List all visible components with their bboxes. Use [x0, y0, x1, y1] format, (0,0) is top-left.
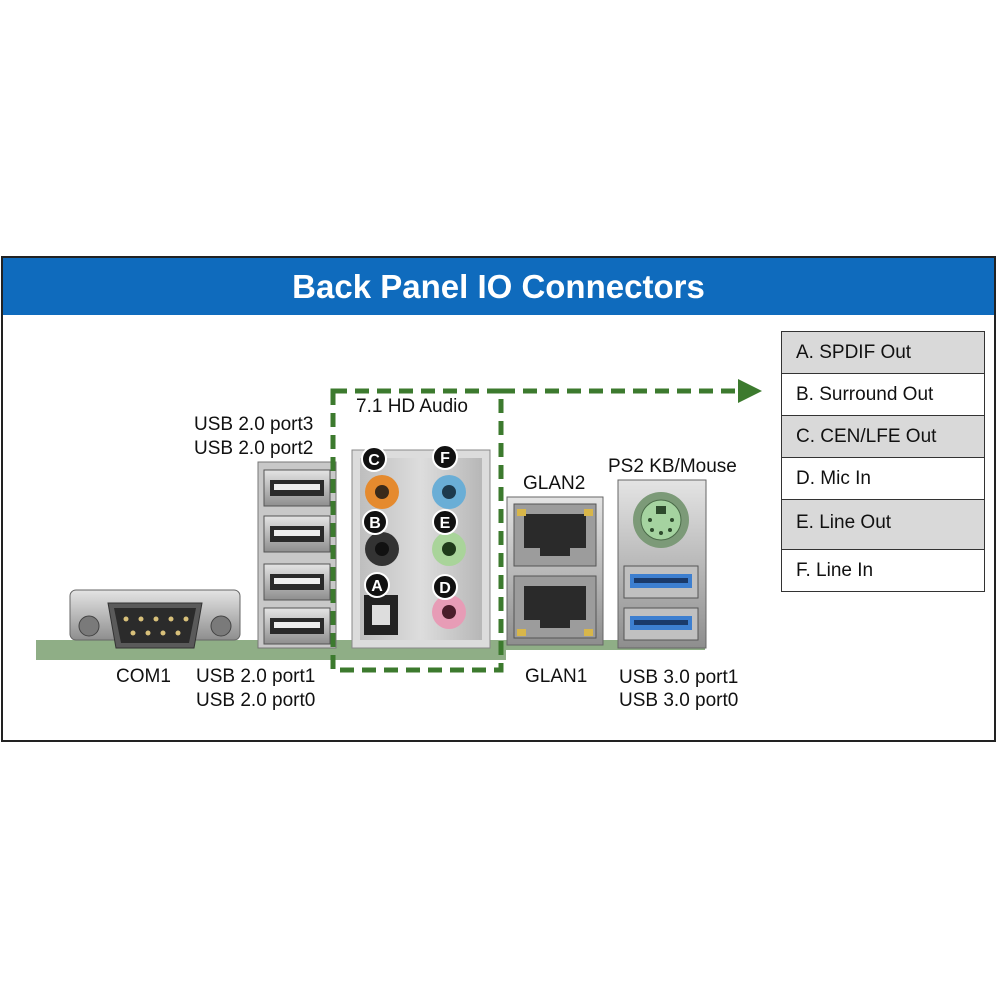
- legend-row: E. Line Out: [782, 500, 984, 550]
- jack-letter-e: E: [432, 509, 458, 535]
- audio-highlight-box: [330, 388, 742, 673]
- legend-table: A. SPDIF Out B. Surround Out C. CEN/LFE …: [781, 331, 985, 592]
- usb2-port: [263, 563, 331, 601]
- com1-label: COM1: [116, 666, 171, 687]
- jack-letter-c: C: [361, 446, 387, 472]
- legend-row: A. SPDIF Out: [782, 332, 984, 374]
- audio-label: 7.1 HD Audio: [356, 396, 468, 417]
- audio-jack-pink: [432, 595, 466, 629]
- jack-letter-d: D: [432, 574, 458, 600]
- audio-jack-black: [365, 532, 399, 566]
- usb2-port: [263, 515, 331, 553]
- page-title: Back Panel IO Connectors: [3, 258, 994, 315]
- svg-text:C: C: [368, 452, 380, 469]
- glan1-label: GLAN1: [525, 666, 588, 687]
- audio-block: [351, 449, 491, 649]
- svg-text:A: A: [371, 578, 383, 595]
- usb2-top-label-1: USB 2.0 port3: [194, 414, 314, 435]
- arrow-head-icon: [738, 379, 762, 403]
- usb3-port: [623, 565, 699, 599]
- usb2-bottom-label-1: USB 2.0 port1: [196, 666, 316, 687]
- com1-connector: [69, 589, 241, 649]
- audio-jack-orange: [365, 475, 399, 509]
- glan2-label: GLAN2: [523, 473, 586, 494]
- legend-row: D. Mic In: [782, 458, 984, 500]
- usb2-bottom-label-2: USB 2.0 port0: [196, 690, 316, 711]
- svg-text:B: B: [369, 515, 381, 532]
- usb2-port: [263, 469, 331, 507]
- usb3-label-1: USB 3.0 port1: [619, 667, 739, 688]
- glan1-port: [513, 575, 597, 639]
- jack-letter-a: A: [364, 572, 390, 598]
- legend-row: F. Line In: [782, 550, 984, 592]
- glan-stack: [506, 496, 604, 646]
- audio-jack-spdif: [364, 595, 398, 635]
- svg-text:F: F: [440, 450, 450, 467]
- jack-letter-f: F: [432, 444, 458, 470]
- legend-row: B. Surround Out: [782, 374, 984, 416]
- usb2-stack: [257, 461, 337, 649]
- audio-jack-green: [432, 532, 466, 566]
- usb2-port: [263, 607, 331, 645]
- ps2-usb3-stack: [617, 479, 707, 649]
- svg-text:D: D: [439, 580, 451, 597]
- ps2-label: PS2 KB/Mouse: [608, 456, 737, 477]
- glan2-port: [513, 503, 597, 567]
- legend-row: C. CEN/LFE Out: [782, 416, 984, 458]
- svg-text:E: E: [440, 515, 451, 532]
- usb2-top-label-2: USB 2.0 port2: [194, 438, 314, 459]
- usb3-label-2: USB 3.0 port0: [619, 690, 739, 711]
- usb3-port: [623, 607, 699, 641]
- audio-jack-blue: [432, 475, 466, 509]
- ps2-port: [633, 492, 689, 548]
- jack-letter-b: B: [362, 509, 388, 535]
